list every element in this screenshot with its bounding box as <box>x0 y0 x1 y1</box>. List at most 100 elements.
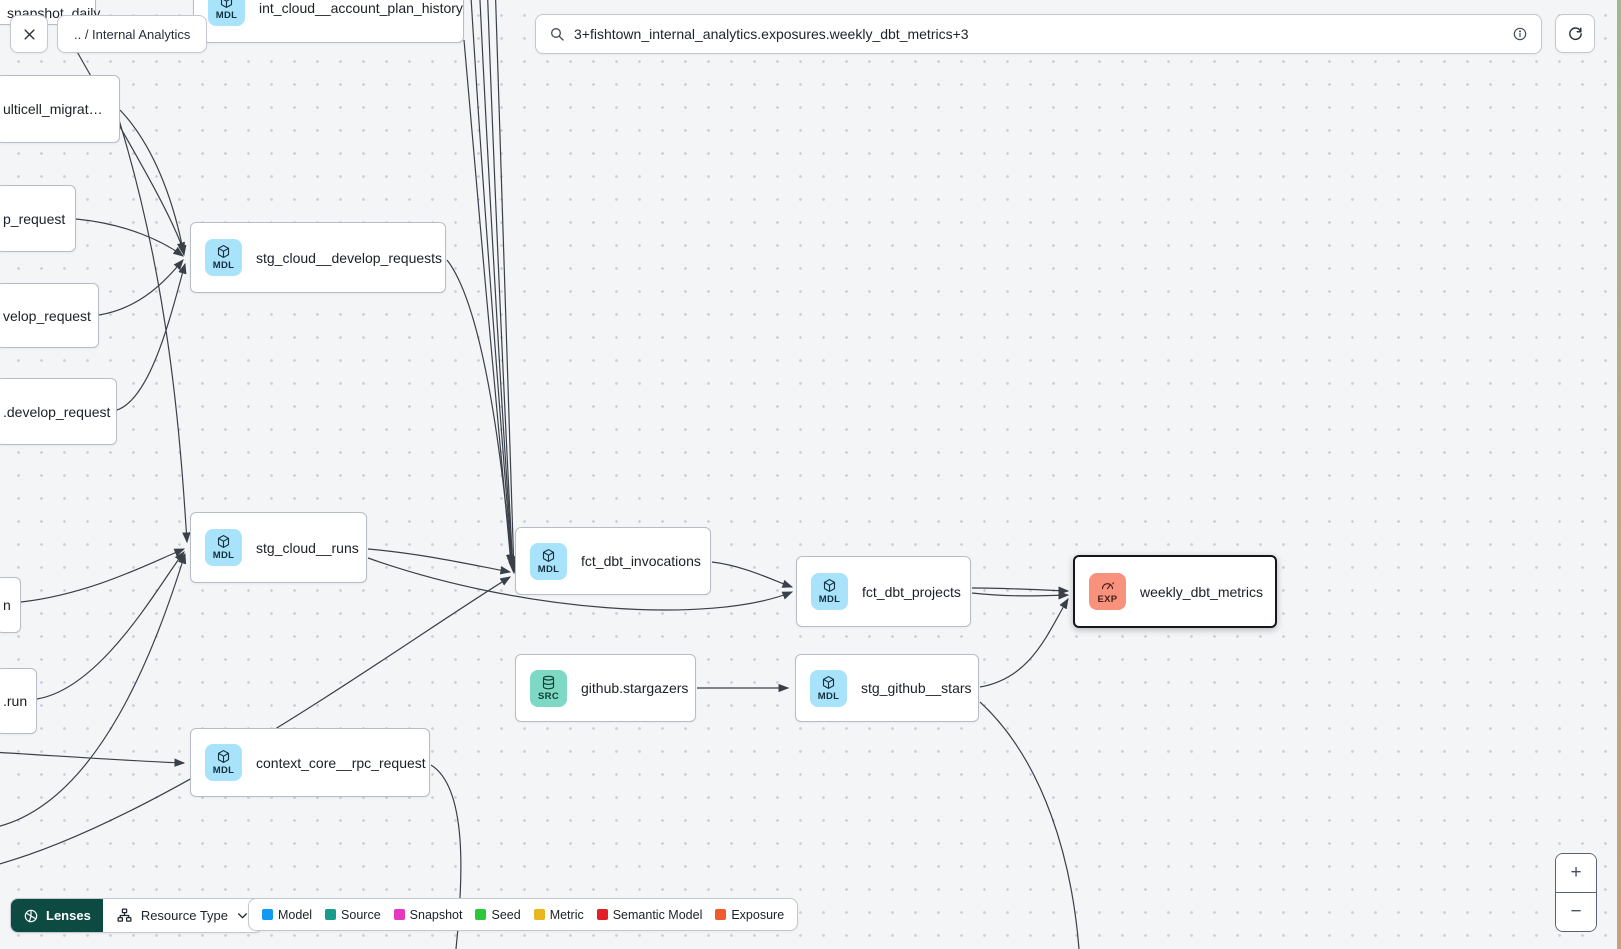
lenses-button[interactable]: Lenses <box>11 899 103 932</box>
edge-stg_cloud__runs-to-fct_dbt_invocations <box>367 548 512 575</box>
legend-swatch <box>393 909 405 920</box>
model-icon: MDL <box>530 542 567 580</box>
node-label: .develop_request <box>3 403 111 420</box>
edge-develop_request-to-stg_cloud__develop_requests <box>116 262 187 411</box>
legend-label: Metric <box>549 907 584 922</box>
source-icon: SRC <box>530 669 567 707</box>
node-label: fct_dbt_invocations <box>581 553 701 569</box>
legend-swatch <box>533 909 545 920</box>
legend-item-source: Source <box>325 908 381 922</box>
zoom-in-button[interactable]: + <box>1556 854 1596 892</box>
edge-int_cloud__account_plan_history-to-fct_dbt_invocations <box>463 39 515 566</box>
edge-offscreen-top-to-fct_dbt_invocations <box>470 0 516 568</box>
search-input[interactable] <box>574 26 1503 42</box>
model-icon: MDL <box>205 744 242 781</box>
model-icon: MDL <box>208 0 245 26</box>
search-icon <box>551 28 564 41</box>
edge-multicell_migrat-to-stg_cloud__runs <box>118 119 191 544</box>
node-context_core__rpc_request[interactable]: MDL context_core__rpc_request <box>190 728 430 797</box>
node-label: fct_dbt_projects <box>862 583 961 600</box>
legend-swatch <box>262 909 273 920</box>
edge-offscreen-left-to-context_core__rpc_request <box>0 751 186 767</box>
resource-type-icon <box>117 908 132 922</box>
edge-fct_dbt_projects-to-weekly_dbt_metrics <box>971 591 1070 600</box>
lenses-icon <box>24 909 38 922</box>
node-stg_cloud__develop_requests[interactable]: MDL stg_cloud__develop_requests <box>190 222 446 293</box>
edge-offscreen-top-to-fct_dbt_invocations <box>487 0 517 573</box>
legend-item-seed: Seed <box>475 907 521 922</box>
node-label: p_request <box>3 210 66 227</box>
node-n[interactable]: n <box>0 577 21 633</box>
legend-label: Seed <box>491 907 521 922</box>
node-label: int_cloud__account_plan_history <box>259 0 463 16</box>
edge-stg_github__stars-to-weekly_dbt_metrics <box>979 597 1069 688</box>
node-label: stg_cloud__runs <box>256 539 359 556</box>
edge-fct_dbt_projects-to-weekly_dbt_metrics <box>971 586 1070 595</box>
edge-multicell_migrat-to-stg_cloud__develop_requests <box>119 109 187 257</box>
breadcrumb-label: .. / Internal Analytics <box>74 26 191 42</box>
legend-item-snapshot: Snapshot <box>393 907 463 922</box>
edge-stg_cloud__develop_requests-to-fct_dbt_invocations <box>446 259 516 569</box>
model-icon: MDL <box>810 669 847 707</box>
lenses-label: Lenses <box>46 908 91 923</box>
edge-p_request-to-stg_cloud__develop_requests <box>75 218 184 257</box>
node-velop_request[interactable]: velop_request <box>0 283 99 348</box>
breadcrumb[interactable]: .. / Internal Analytics <box>57 15 208 53</box>
model-icon: MDL <box>205 239 242 276</box>
legend-label: Source <box>341 907 381 922</box>
legend-label: Snapshot <box>409 907 463 922</box>
node-run[interactable]: .run <box>0 668 37 734</box>
legend-item-exposure: Exposure <box>715 908 784 922</box>
node-int_cloud__account_plan_history[interactable]: MDL int_cloud__account_plan_history <box>193 0 464 43</box>
resource-type-button[interactable]: Resource Type <box>103 899 262 932</box>
exposure-icon: EXP <box>1089 573 1126 610</box>
node-fct_dbt_projects[interactable]: MDL fct_dbt_projects <box>796 556 971 627</box>
node-label: context_core__rpc_request <box>256 754 426 771</box>
info-icon[interactable] <box>1512 26 1528 42</box>
model-icon: MDL <box>205 529 242 566</box>
edge-offscreen-top-to-fct_dbt_invocations <box>479 0 517 571</box>
edge-n-to-stg_cloud__runs <box>20 548 186 603</box>
refresh-icon <box>1568 27 1582 41</box>
desktop-edge-strip <box>1617 0 1621 949</box>
close-icon <box>23 28 35 40</box>
lens-control: Lenses Resource Type <box>10 898 264 933</box>
edge-velop_request-to-stg_cloud__develop_requests <box>98 259 184 316</box>
edge-offscreen-bottom-left-to-fct_dbt_invocations <box>0 576 512 865</box>
node-label: n <box>3 597 11 613</box>
legend-item-metric: Metric <box>533 907 584 922</box>
legend-swatch <box>715 909 727 920</box>
close-button[interactable] <box>10 15 48 53</box>
legend-swatch <box>596 909 608 920</box>
node-p_request[interactable]: p_request <box>0 185 76 252</box>
model-icon: MDL <box>811 573 848 610</box>
zoom-out-button[interactable]: − <box>1556 892 1596 931</box>
refresh-button[interactable] <box>1555 14 1595 53</box>
legend-item-model: Model <box>262 908 312 922</box>
node-develop_request[interactable]: .develop_request <box>0 378 117 445</box>
node-stg_github__stars[interactable]: MDL stg_github__stars <box>795 654 979 722</box>
resource-type-label: Resource Type <box>140 908 229 923</box>
search-bar[interactable] <box>535 14 1542 54</box>
legend-item-semantic-model: Semantic Model <box>596 907 703 922</box>
node-label: weekly_dbt_metrics <box>1140 583 1263 600</box>
legend-label: Model <box>278 907 313 922</box>
node-label: stg_github__stars <box>861 680 972 696</box>
node-multicell_migrat[interactable]: ulticell_migrat… <box>0 75 120 143</box>
node-label: .run <box>3 693 28 709</box>
node-fct_dbt_invocations[interactable]: MDL fct_dbt_invocations <box>515 527 711 595</box>
legend-label: Exposure <box>731 907 785 922</box>
node-label: stg_cloud__develop_requests <box>256 249 443 266</box>
edge-stg_github__stars-to-offscreen-bottom-right <box>979 701 1080 949</box>
legend-swatch <box>475 909 487 920</box>
node-label: velop_request <box>3 307 91 324</box>
node-stg_cloud__runs[interactable]: MDL stg_cloud__runs <box>190 512 367 583</box>
resource-type-legend: Model Source Snapshot Seed Metric Semantic Mo… <box>248 898 799 931</box>
legend-label: Semantic Model <box>612 907 703 922</box>
node-weekly_dbt_metrics[interactable]: EXP weekly_dbt_metrics <box>1073 555 1277 628</box>
node-label: ulticell_migrat… <box>3 101 103 117</box>
edge-fct_dbt_invocations-to-fct_dbt_projects <box>711 561 794 588</box>
